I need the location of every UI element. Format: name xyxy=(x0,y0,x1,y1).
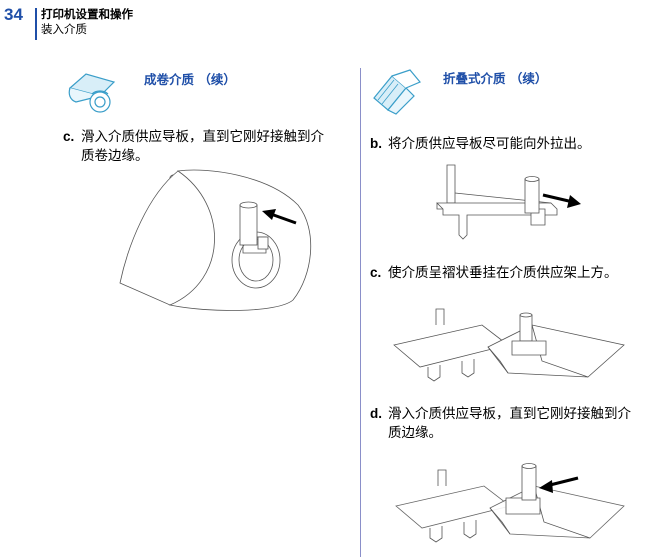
fanfold-step-b: b. 将介质供应导板尽可能向外拉出。 xyxy=(370,134,660,154)
step-letter: c. xyxy=(370,265,382,280)
guide-pull-out-illustration xyxy=(436,164,581,240)
roll-step-c: c. 滑入介质供应导板，直到它刚好接触到介 质卷边缘。 xyxy=(63,127,353,166)
chapter-title: 打印机设置和操作 xyxy=(41,7,133,21)
header-divider xyxy=(35,8,37,40)
fanfold-drape-illustration xyxy=(393,308,625,382)
step-text: 将介质供应导板尽可能向外拉出。 xyxy=(388,136,591,152)
roll-media-icon xyxy=(68,73,116,113)
roll-media-guide-illustration xyxy=(119,169,312,311)
page-number: 34 xyxy=(4,5,23,24)
roll-media-heading: 成卷介质 （续） xyxy=(144,72,236,87)
step-text: 使介质呈褶状垂挂在介质供应架上方。 xyxy=(388,265,618,281)
column-divider xyxy=(360,68,361,557)
fanfold-media-icon xyxy=(373,69,421,115)
fanfold-media-heading: 折叠式介质 （续） xyxy=(443,71,548,86)
step-letter: d. xyxy=(370,406,382,421)
step-letter: c. xyxy=(63,129,75,144)
step-text-line2: 质边缘。 xyxy=(388,425,442,441)
fanfold-guide-slide-illustration xyxy=(395,463,625,543)
step-text-line1: 滑入介质供应导板，直到它刚好接触到介 xyxy=(81,129,324,145)
fanfold-step-d: d. 滑入介质供应导板，直到它刚好接触到介 质边缘。 xyxy=(370,404,660,443)
step-letter: b. xyxy=(370,136,382,151)
fanfold-step-c: c. 使介质呈褶状垂挂在介质供应架上方。 xyxy=(370,263,660,283)
step-text-line1: 滑入介质供应导板，直到它刚好接触到介 xyxy=(388,406,631,422)
step-text-line2: 质卷边缘。 xyxy=(81,148,149,164)
section-title: 装入介质 xyxy=(41,22,87,36)
